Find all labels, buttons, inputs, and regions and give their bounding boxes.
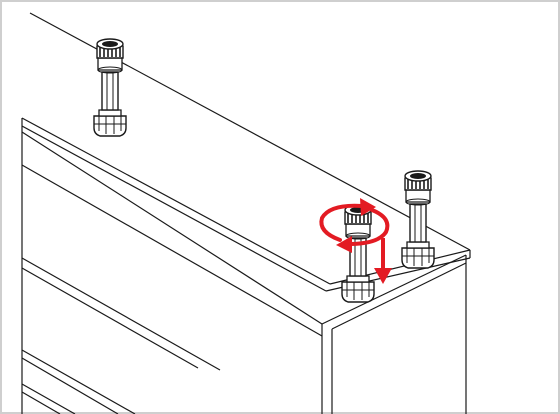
down-arrow-icon (374, 238, 392, 284)
rotate-arrows-icon (319, 203, 390, 246)
rotate-arrowheads (336, 198, 376, 253)
